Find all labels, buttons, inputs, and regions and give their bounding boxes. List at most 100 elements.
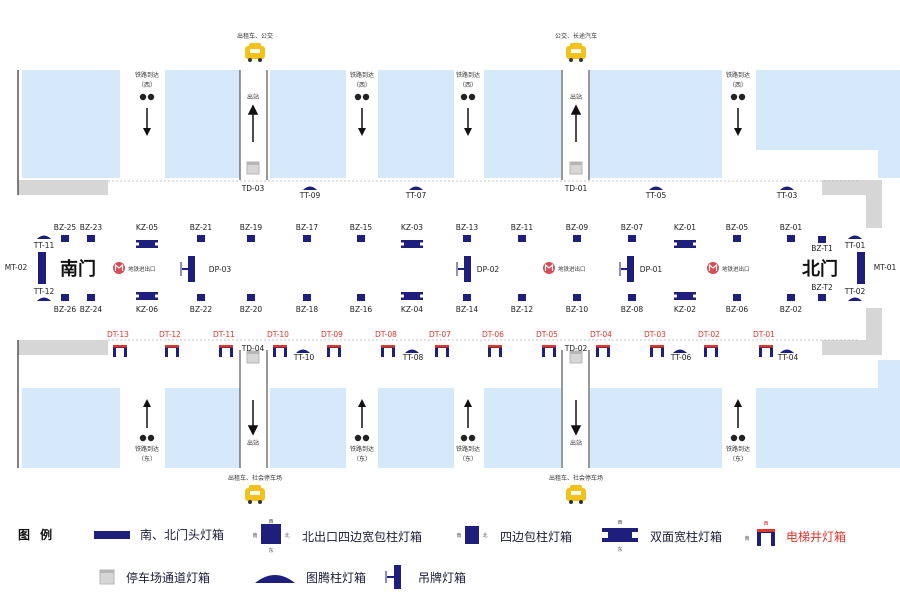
elevator-lightbox-icon [327, 345, 341, 357]
svg-text:西: 西 [617, 520, 622, 526]
rail-arrival-direction: （东） [353, 455, 371, 463]
elevator-lightbox-icon [381, 345, 395, 348]
rail-arrival-marker-top: 铁路到达（西） [726, 71, 750, 136]
arrow-down-icon [464, 128, 472, 136]
wide-lightbox-icon [674, 240, 696, 243]
column-lightbox-icon [787, 235, 795, 242]
metro-label: 地铁进出口 [128, 265, 156, 273]
elevator-lightbox-icon [165, 345, 179, 357]
totem-lightbox-label: TT-08 [402, 353, 424, 362]
gate-lightbox-icon [94, 530, 130, 539]
legend-north-exit-wide-column: 西 东 南 北 北出口四边宽包柱灯箱 [246, 518, 422, 554]
rail-arrival-direction: （西） [459, 82, 477, 89]
gate-lightbox-label: MT-01 [874, 263, 897, 272]
legend-gate-lightbox: 南、北门头灯箱 [92, 526, 224, 543]
legend-column-lightbox: 南 北 四边包柱灯箱 [452, 518, 572, 554]
column-lightbox-icon [573, 235, 581, 242]
parking-lightbox-icon [99, 569, 115, 585]
elevator-lightbox-icon [759, 345, 773, 348]
column-lightbox-label: BZ-01 [780, 223, 803, 232]
train-icon [460, 93, 468, 101]
gate-lightbox-label: MT-02 [5, 263, 28, 272]
rail-arrival-direction: （西） [138, 82, 156, 89]
column-lightbox-icon [87, 294, 95, 301]
elevator-lightbox-icon [704, 345, 718, 348]
elevator-lightbox-icon [542, 345, 556, 348]
elevator-lightbox-label: DT-07 [429, 330, 451, 339]
train-icon [738, 434, 746, 442]
column-lightbox-icon [197, 235, 205, 242]
metro-label: 地铁进出口 [558, 265, 586, 273]
column-lightbox-icon [463, 294, 471, 301]
rail-arrival-direction: （东） [138, 455, 156, 463]
exit-corridors [239, 70, 590, 468]
transport-label: 公交、长途汽车 [555, 32, 597, 40]
column-lightbox-label: BZ-T1 [811, 244, 833, 253]
parking-lightbox-label: TD-03 [241, 184, 265, 193]
wide-lightbox-label: KZ-02 [674, 305, 696, 314]
column-lightbox-icon [61, 294, 69, 301]
rail-arrival-direction: （东） [459, 455, 477, 463]
totem-lightbox-icon [848, 297, 862, 301]
legend-double-wide-column: 西 东 双面宽柱灯箱 [598, 518, 722, 554]
elevator-lightbox-icon [113, 345, 127, 348]
elevator-lightbox-icon [650, 345, 664, 348]
rail-arrival-direction: （西） [729, 82, 747, 89]
wide-lightbox-icon [401, 245, 423, 248]
totem-lightbox-label: TT-01 [844, 241, 866, 250]
wide-lightbox-icon [401, 240, 423, 243]
column-lightbox-label: BZ-12 [511, 305, 534, 314]
transport-label: 出租车、社会停车场 [549, 474, 603, 482]
column-lightbox-icon [518, 235, 526, 242]
bus-icon [566, 43, 586, 62]
arrow-down-icon [143, 128, 151, 136]
rail-arrival-marker-bottom: 铁路到达（东） [350, 399, 374, 463]
column-lightbox-label: BZ-22 [190, 305, 213, 314]
corridor-arrows [247, 104, 582, 436]
train-icon [354, 434, 362, 442]
svg-text:东: 东 [268, 547, 273, 554]
column-lightbox-icon [733, 235, 741, 242]
column-lightbox-label: BZ-17 [296, 223, 319, 232]
rail-arrival-marker-top: 铁路到达（西） [456, 71, 480, 136]
column-lightbox-label: BZ-24 [80, 305, 103, 314]
train-icon [139, 93, 147, 101]
column-lightbox-label: BZ-26 [54, 305, 77, 314]
column-lightbox-icon [628, 235, 636, 242]
south-gate-label: 南门 [60, 258, 96, 280]
rail-arrival-marker-top: 铁路到达（西） [350, 71, 374, 136]
metro-icon [544, 263, 554, 271]
elevator-lightbox-icon [113, 345, 127, 357]
column-lightbox-icon [61, 235, 69, 242]
wide-lightbox-label: KZ-05 [136, 223, 158, 232]
column-lightbox-label: BZ-15 [350, 223, 373, 232]
elevator-lightbox-icon [165, 345, 179, 348]
north-gate-label: 北门 [802, 258, 838, 280]
totem-lightbox-label: TT-12 [33, 287, 55, 296]
totem-lightbox-icon [255, 575, 295, 583]
elevator-lightbox-label: DT-09 [321, 330, 343, 339]
elevator-lightbox-label: DT-02 [698, 330, 720, 339]
taxi-icon [245, 43, 265, 62]
column-lightbox-label: BZ-06 [726, 305, 749, 314]
arrow-up-icon [464, 399, 472, 407]
wide-lightbox-icon [404, 242, 420, 246]
wide-lightbox-label: KZ-03 [401, 223, 423, 232]
train-icon [460, 434, 468, 442]
gate-lightbox-icon [38, 252, 46, 284]
arrow-up-icon [358, 399, 366, 407]
legend-title: 图 例 [18, 528, 56, 542]
elevator-lightbox-label: DT-01 [753, 330, 775, 339]
gate-lightbox-icon [857, 252, 865, 284]
column-lightbox-icon [357, 294, 365, 301]
totem-lightbox-icon [780, 349, 794, 353]
totem-lightbox-label: TT-10 [293, 353, 315, 362]
totem-lightbox-icon [649, 186, 663, 190]
elevator-lightbox-icon [759, 345, 773, 357]
totem-lightbox-icon [673, 349, 687, 353]
exit-label: 出站 [570, 439, 582, 447]
svg-text:南: 南 [744, 535, 749, 542]
svg-text:南: 南 [456, 532, 461, 539]
elevator-lightbox-icon [435, 345, 449, 348]
elevator-lightbox-icon [488, 345, 502, 348]
